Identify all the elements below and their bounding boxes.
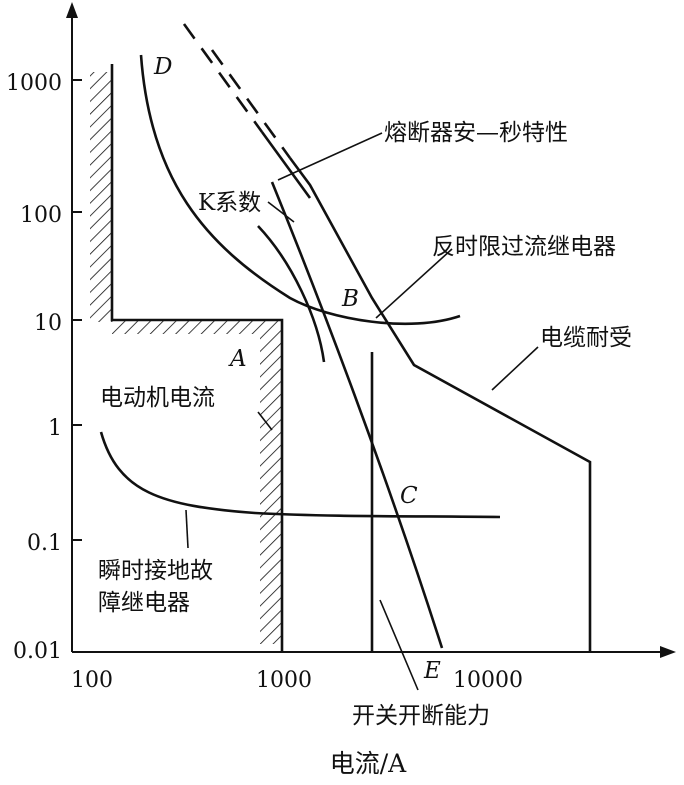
x-tick-label-10000: 10000	[453, 668, 523, 693]
y-tick-label-10: 10	[34, 311, 62, 336]
inverse-time-relay-curve	[139, 54, 461, 326]
x-axis-title: 电流/A	[330, 749, 407, 778]
y-tick-label-0.1: 0.1	[27, 531, 62, 556]
motor-run-hatch-top	[112, 320, 282, 334]
point-A-label: A	[228, 346, 247, 372]
ground-relay-label-line1: 瞬时接地故	[98, 558, 213, 584]
point-B-label: B	[341, 286, 359, 312]
fuse-characteristic-label: 熔断器安—秒特性	[384, 120, 568, 146]
motor-start-hatch	[90, 72, 112, 322]
x-tick-label-100: 100	[71, 668, 113, 693]
leader-lines	[185, 132, 539, 691]
y-tick-label-1000: 1000	[6, 71, 62, 96]
point-D-label: D	[153, 54, 172, 80]
ground-relay-label-line2: 障继电器	[98, 590, 190, 616]
y-tick-label-1: 1	[48, 416, 62, 441]
k-factor-curve	[257, 225, 326, 363]
ground-fault-relay-curve	[99, 431, 501, 519]
breaking-capacity-label: 开关开断能力	[352, 703, 490, 729]
motor-current-label: 电动机电流	[100, 385, 215, 411]
k-factor-label: K系数	[198, 190, 261, 216]
point-C-label: C	[400, 483, 418, 509]
inverse-relay-label: 反时限过流继电器	[432, 234, 616, 260]
cable-withstand-label: 电缆耐受	[540, 325, 632, 351]
fuse-melting-curve	[270, 181, 444, 649]
y-ticks	[72, 79, 82, 541]
point-E-label: E	[423, 658, 441, 684]
y-tick-label-100: 100	[20, 203, 62, 228]
y-tick-label-0.01: 0.01	[13, 639, 62, 664]
y-axis-arrow	[66, 2, 78, 18]
motor-current-boundary	[110, 64, 284, 652]
motor-run-hatch-side	[260, 334, 282, 644]
fuse-time-current-curve	[182, 23, 592, 652]
x-axis-arrow	[660, 646, 676, 658]
x-tick-label-1000: 1000	[256, 668, 312, 693]
